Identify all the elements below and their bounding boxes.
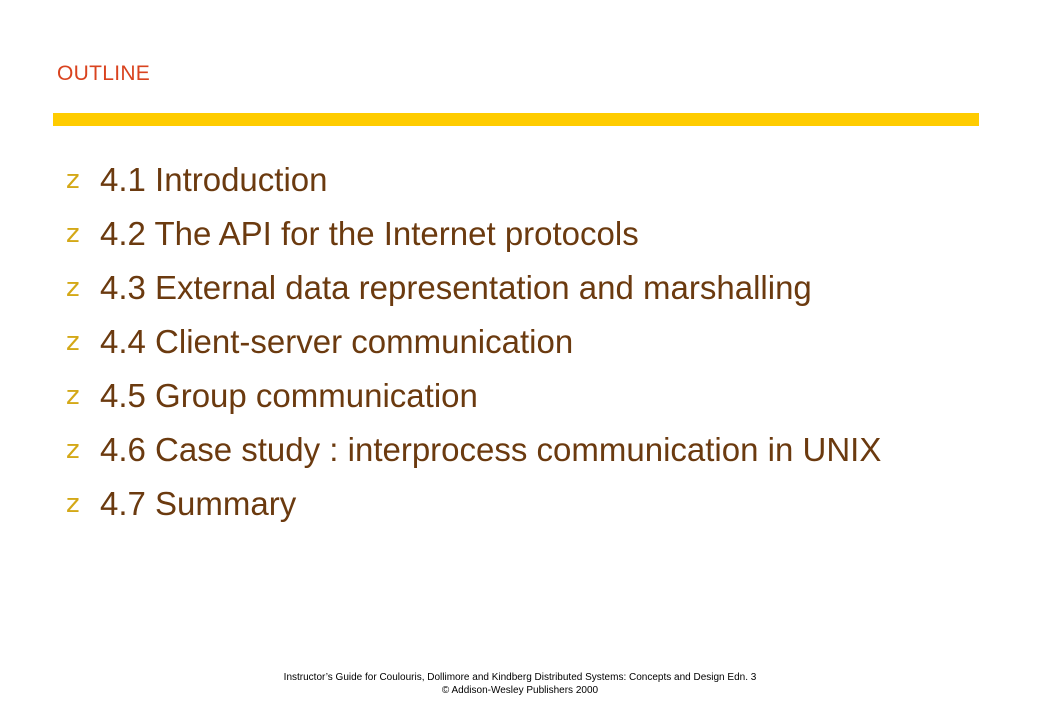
outline-list: z 4.1 Introduction z 4.2 The API for the…: [66, 160, 966, 538]
list-item: z 4.5 Group communication: [66, 376, 966, 416]
outline-item-text: 4.3 External data representation and mar…: [100, 269, 812, 306]
list-item: z 4.1 Introduction: [66, 160, 966, 200]
list-item: z 4.6 Case study : interprocess communic…: [66, 430, 966, 470]
footer-copyright: © Addison-Wesley Publishers 2000: [441, 685, 599, 696]
bullet-icon: z: [66, 381, 80, 411]
bullet-icon: z: [66, 489, 80, 519]
list-item: z 4.2 The API for the Internet protocols: [66, 214, 966, 254]
bullet-icon: z: [66, 273, 80, 303]
list-item: z 4.3 External data representation and m…: [66, 268, 966, 308]
list-item: z 4.7 Summary: [66, 484, 966, 524]
slide-title: OUTLINE: [57, 62, 151, 85]
list-item: z 4.4 Client-server communication: [66, 322, 966, 362]
footer-citation: Instructor’s Guide for Coulouris, Dollim…: [283, 672, 757, 683]
outline-item-text: 4.5 Group communication: [100, 377, 478, 414]
outline-item-text: 4.4 Client-server communication: [100, 323, 574, 360]
slide-footer: Instructor’s Guide for Coulouris, Dollim…: [0, 671, 1040, 697]
bullet-icon: z: [66, 219, 80, 249]
bullet-icon: z: [66, 435, 80, 465]
bullet-icon: z: [66, 327, 80, 357]
outline-item-text: 4.6 Case study : interprocess communicat…: [100, 431, 882, 468]
title-divider-bar: [53, 113, 979, 126]
outline-item-text: 4.1 Introduction: [100, 161, 328, 198]
outline-item-text: 4.7 Summary: [100, 485, 297, 522]
bullet-icon: z: [66, 165, 80, 195]
outline-item-text: 4.2 The API for the Internet protocols: [100, 215, 639, 252]
